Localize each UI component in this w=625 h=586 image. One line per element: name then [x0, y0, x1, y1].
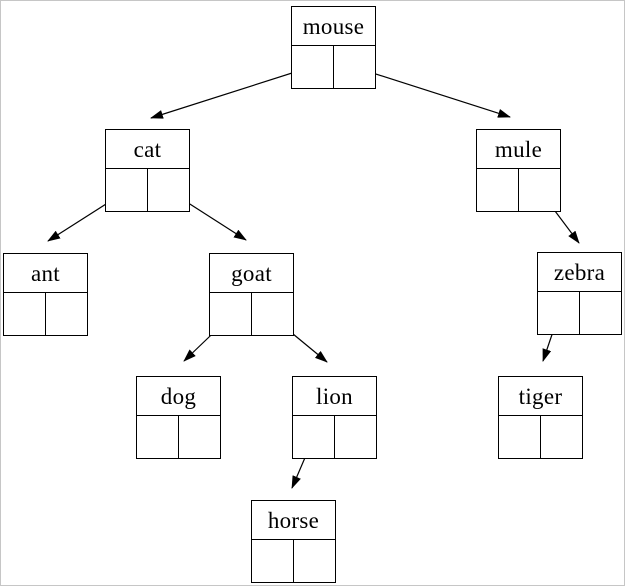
tree-node-goat: goat: [209, 253, 294, 336]
pointer-cells: [477, 169, 560, 211]
pointer-cells: [499, 416, 582, 458]
tree-node-zebra: zebra: [537, 252, 622, 335]
left-pointer-cell: [293, 416, 335, 458]
node-label: mouse: [292, 7, 375, 46]
tree-node-dog: dog: [136, 376, 221, 459]
pointer-cells: [252, 540, 335, 582]
node-label: zebra: [538, 253, 621, 292]
right-pointer-cell: [46, 293, 87, 335]
tree-node-cat: cat: [105, 129, 190, 212]
right-pointer-cell: [335, 416, 376, 458]
left-pointer-cell: [137, 416, 179, 458]
pointer-cells: [4, 293, 87, 335]
left-pointer-cell: [106, 169, 148, 211]
pointer-cells: [293, 416, 376, 458]
node-label: horse: [252, 501, 335, 540]
right-pointer-cell: [179, 416, 220, 458]
right-pointer-cell: [541, 416, 582, 458]
tree-node-mule: mule: [476, 129, 561, 212]
tree-node-mouse: mouse: [291, 6, 376, 89]
tree-node-tiger: tiger: [498, 376, 583, 459]
node-label: goat: [210, 254, 293, 293]
pointer-cells: [210, 293, 293, 335]
pointer-cells: [106, 169, 189, 211]
right-pointer-cell: [519, 169, 560, 211]
node-label: lion: [293, 377, 376, 416]
node-label: ant: [4, 254, 87, 293]
right-pointer-cell: [148, 169, 189, 211]
pointer-cells: [538, 292, 621, 334]
node-label: cat: [106, 130, 189, 169]
right-pointer-cell: [334, 46, 375, 88]
pointer-cells: [292, 46, 375, 88]
edge-mouse-cat: [150, 65, 315, 119]
right-pointer-cell: [294, 540, 335, 582]
left-pointer-cell: [477, 169, 519, 211]
left-pointer-cell: [210, 293, 252, 335]
left-pointer-cell: [538, 292, 580, 334]
right-pointer-cell: [580, 292, 621, 334]
right-pointer-cell: [252, 293, 293, 335]
node-label: dog: [137, 377, 220, 416]
left-pointer-cell: [292, 46, 334, 88]
edge-mouse-mule: [353, 66, 511, 118]
node-label: tiger: [499, 377, 582, 416]
pointer-cells: [137, 416, 220, 458]
tree-node-lion: lion: [292, 376, 377, 459]
tree-node-ant: ant: [3, 253, 88, 336]
node-label: mule: [477, 130, 560, 169]
left-pointer-cell: [252, 540, 294, 582]
tree-node-horse: horse: [251, 500, 336, 583]
left-pointer-cell: [4, 293, 46, 335]
left-pointer-cell: [499, 416, 541, 458]
